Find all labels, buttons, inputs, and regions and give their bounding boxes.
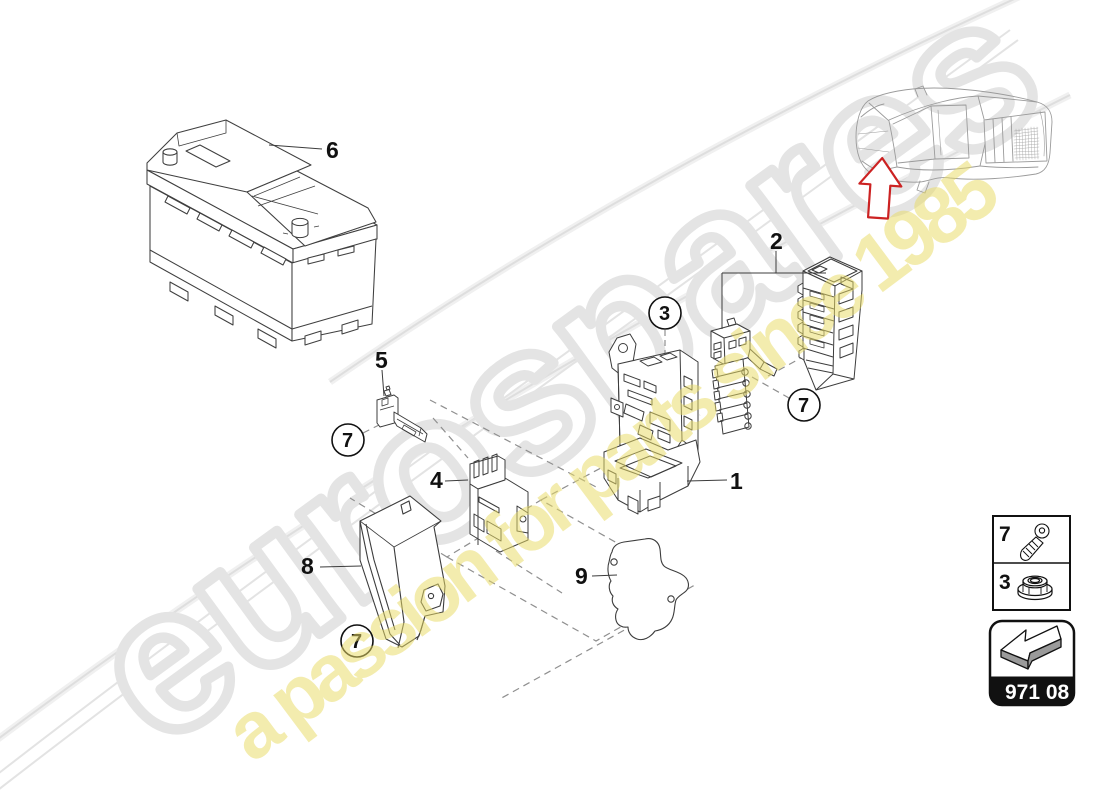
svg-text:2: 2: [770, 228, 783, 254]
svg-text:7: 7: [351, 631, 362, 653]
svg-text:971 08: 971 08: [1005, 681, 1070, 704]
svg-text:1: 1: [730, 468, 743, 494]
svg-text:7: 7: [999, 523, 1011, 546]
svg-text:4: 4: [430, 467, 443, 493]
svg-text:8: 8: [301, 553, 314, 579]
svg-text:9: 9: [575, 563, 588, 589]
svg-text:7: 7: [342, 430, 353, 452]
svg-text:5: 5: [375, 347, 388, 373]
svg-text:6: 6: [326, 137, 339, 163]
svg-text:3: 3: [659, 303, 670, 325]
svg-text:3: 3: [999, 571, 1011, 594]
svg-text:7: 7: [798, 395, 809, 417]
